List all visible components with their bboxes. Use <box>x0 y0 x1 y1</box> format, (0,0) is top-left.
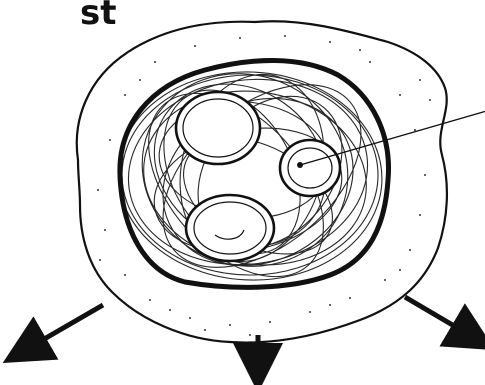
pointer-dot <box>297 162 303 168</box>
body-top-left <box>176 92 260 164</box>
arrow-left <box>20 305 103 353</box>
arrow-right <box>405 297 478 340</box>
body-bottom-left <box>186 195 274 261</box>
